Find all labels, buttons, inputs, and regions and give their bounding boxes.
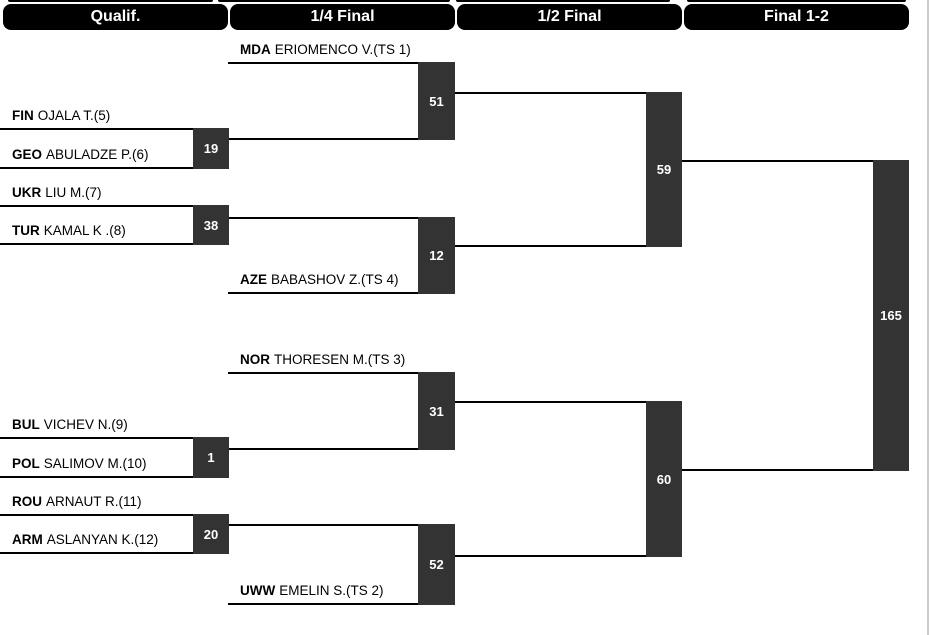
bracket-line — [455, 92, 682, 94]
clipped-top-bar — [456, 0, 670, 2]
athlete-name: ABULADZE P.(6) — [46, 147, 149, 162]
match-number-box: 20 — [193, 514, 229, 554]
bracket-line — [0, 167, 229, 169]
country-code: BUL — [12, 417, 40, 432]
bracket-line — [228, 138, 455, 140]
athlete-name: KAMAL K .(8) — [43, 223, 126, 238]
bracket-line — [0, 243, 229, 245]
bracket-line — [455, 555, 682, 557]
match-number: 12 — [429, 248, 444, 263]
bracket-line — [228, 372, 455, 374]
match-number: 51 — [429, 93, 444, 109]
country-code: TUR — [12, 223, 40, 238]
athlete-name: SALIMOV M.(10) — [43, 456, 147, 471]
clipped-top-bar — [8, 0, 213, 2]
match-number: 59 — [656, 162, 672, 177]
bracket-line — [0, 128, 229, 130]
bracket-line — [455, 245, 682, 247]
bracket-line — [0, 437, 229, 439]
athlete-name: ASLANYAN K.(12) — [46, 532, 159, 547]
bracket-line — [228, 448, 455, 450]
round-header-final: Final 1-2 — [684, 4, 909, 30]
bracket-line — [228, 292, 455, 294]
match-number: 60 — [656, 471, 672, 487]
bracket-line — [0, 476, 229, 478]
match-number-box: 38 — [193, 205, 229, 245]
country-code: ROU — [12, 494, 42, 509]
bracket-line — [0, 514, 229, 516]
bracket-line — [0, 552, 229, 554]
athlete-name: ARNAUT R.(11) — [46, 494, 142, 509]
athlete-name: LIU M.(7) — [45, 185, 102, 200]
round-header-quarterfinal: 1/4 Final — [230, 4, 455, 30]
athlete-name: EMELIN S.(TS 2) — [279, 583, 384, 598]
athlete-name: THORESEN M.(TS 3) — [274, 352, 406, 367]
country-code: ARM — [12, 532, 43, 547]
country-code: AZE — [240, 272, 267, 287]
match-number: 20 — [203, 526, 219, 542]
bracket-line — [682, 160, 909, 162]
match-number: 165 — [880, 308, 902, 323]
match-number-box: 165 — [873, 160, 909, 471]
bracket-line — [228, 62, 455, 64]
athlete-entry: AZE BABASHOV Z.(TS 4) — [240, 272, 399, 288]
country-code: UWW — [240, 583, 276, 598]
match-number: 31 — [429, 403, 444, 419]
match-number-box: 60 — [646, 401, 682, 557]
page-edge — [927, 0, 929, 635]
match-number: 52 — [429, 557, 444, 572]
country-code: FIN — [12, 108, 34, 123]
bracket-line — [228, 217, 455, 219]
bracket-line — [228, 524, 455, 526]
bracket-line — [228, 603, 455, 605]
bracket-line — [682, 469, 909, 471]
match-number: 19 — [203, 141, 219, 156]
match-number-box: 1 — [193, 437, 229, 478]
athlete-name: OJALA T.(5) — [37, 108, 111, 123]
athlete-entry: NOR THORESEN M.(TS 3) — [240, 352, 405, 368]
country-code: NOR — [240, 352, 270, 367]
country-code: MDA — [240, 42, 271, 57]
match-number: 1 — [207, 450, 215, 465]
match-number-box: 19 — [193, 128, 229, 169]
match-number-box: 51 — [418, 62, 455, 140]
match-number-box: 31 — [418, 372, 455, 450]
athlete-name: BABASHOV Z.(TS 4) — [271, 272, 399, 287]
clipped-top-bar — [687, 0, 906, 2]
clipped-top-bar — [218, 0, 450, 2]
athlete-name: VICHEV N.(9) — [43, 417, 128, 432]
round-header-qualif: Qualif. — [3, 4, 228, 30]
match-number-box: 59 — [646, 92, 682, 247]
country-code: UKR — [12, 185, 42, 200]
round-header-semifinal: 1/2 Final — [457, 4, 682, 30]
match-number-box: 52 — [418, 524, 455, 605]
country-code: POL — [12, 456, 40, 471]
match-number-box: 12 — [418, 217, 455, 294]
match-number: 38 — [203, 217, 219, 233]
athlete-name: ERIOMENCO V.(TS 1) — [274, 42, 411, 57]
country-code: GEO — [12, 147, 43, 162]
athlete-entry: ROU ARNAUT R.(11) — [12, 494, 142, 510]
bracket-line — [455, 401, 682, 403]
bracket-line — [0, 205, 229, 207]
